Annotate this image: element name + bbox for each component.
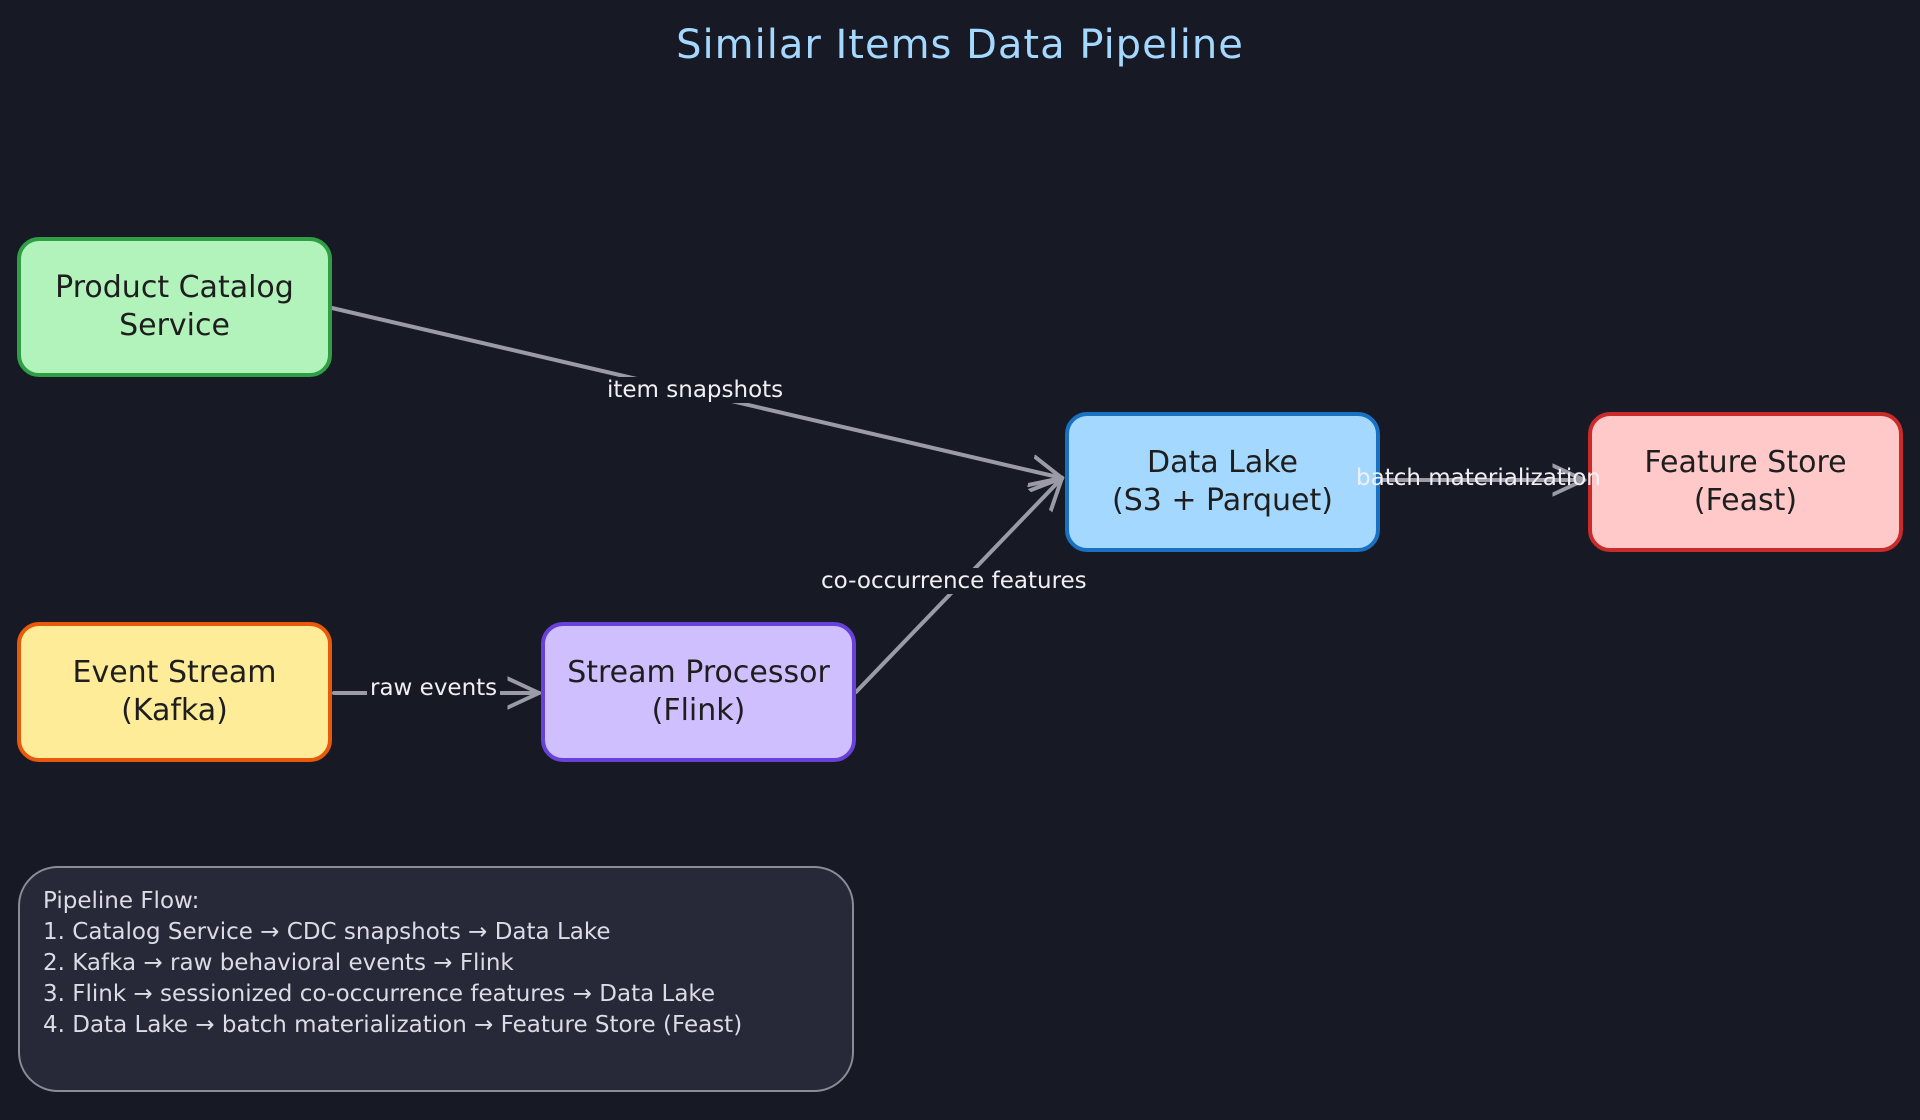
edge-label-item-snapshots: item snapshots — [604, 377, 787, 403]
node-event-stream-kafka: Event Stream (Kafka) — [17, 622, 332, 762]
node-product-catalog-service: Product Catalog Service — [17, 237, 332, 377]
node-stream-processor-flink: Stream Processor (Flink) — [541, 622, 856, 762]
edge-label-raw-events: raw events — [367, 675, 501, 701]
legend-step-2: 2. Kafka → raw behavioral events → Flink — [43, 950, 514, 976]
legend-step-1: 1. Catalog Service → CDC snapshots → Dat… — [43, 919, 611, 945]
edge-label-co-occurrence-features: co-occurrence features — [818, 568, 1090, 594]
legend-heading: Pipeline Flow: — [43, 888, 200, 914]
legend-step-4: 4. Data Lake → batch materialization → F… — [43, 1012, 743, 1038]
pipeline-flow-legend: Pipeline Flow: 1. Catalog Service → CDC … — [18, 866, 854, 1092]
node-data-lake: Data Lake (S3 + Parquet) — [1065, 412, 1380, 552]
edge-label-batch-materialization: batch materialization — [1356, 465, 1601, 491]
legend-step-3: 3. Flink → sessionized co-occurrence fea… — [43, 981, 716, 1007]
diagram-title: Similar Items Data Pipeline — [676, 22, 1244, 68]
node-feature-store-feast: Feature Store (Feast) — [1588, 412, 1903, 552]
